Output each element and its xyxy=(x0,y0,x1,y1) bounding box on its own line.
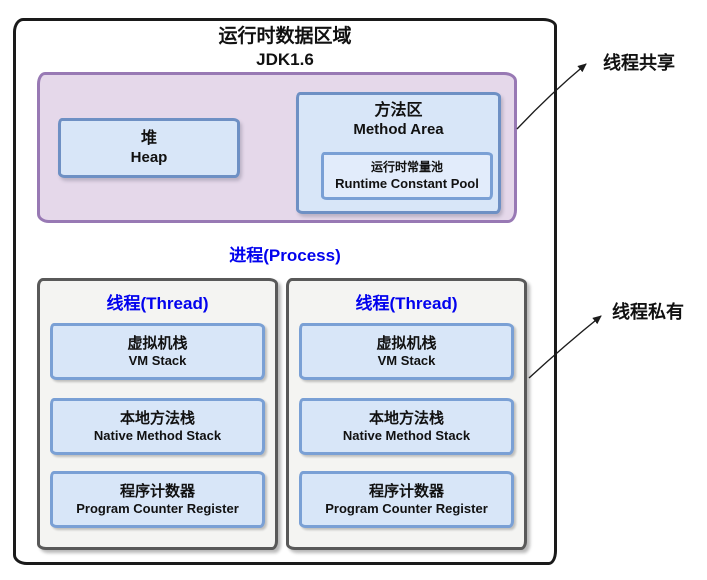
thread-shared-annotation: 线程共享 xyxy=(603,53,675,73)
diagram-title: 运行时数据区域 JDK1.6 xyxy=(13,26,557,71)
runtime-constant-pool-box: 运行时常量池 Runtime Constant Pool xyxy=(321,152,493,200)
process-label: 进程(Process) xyxy=(229,246,341,265)
thread-1-vm-stack-box: 虚拟机栈 VM Stack xyxy=(50,323,265,380)
thread-1-native-method-stack-box: 本地方法栈 Native Method Stack xyxy=(50,398,265,455)
thread-private-annotation: 线程私有 xyxy=(612,302,684,322)
thread-2-vm-stack-box: 虚拟机栈 VM Stack xyxy=(299,323,514,380)
vm-stack-label-en: VM Stack xyxy=(377,353,436,369)
method-area-label-en: Method Area xyxy=(353,121,444,138)
thread-2-program-counter-box: 程序计数器 Program Counter Register xyxy=(299,471,514,528)
runtime-constant-pool-label-en: Runtime Constant Pool xyxy=(335,176,479,191)
thread-box-1: 线程(Thread) 虚拟机栈 VM Stack 本地方法栈 Native Me… xyxy=(37,278,278,550)
thread-1-program-counter-box: 程序计数器 Program Counter Register xyxy=(50,471,265,528)
runtime-constant-pool-label-zh: 运行时常量池 xyxy=(370,160,443,175)
native-method-stack-label-zh: 本地方法栈 xyxy=(368,409,444,427)
title-line2-jdk-version: JDK1.6 xyxy=(256,49,314,69)
program-counter-label-zh: 程序计数器 xyxy=(119,482,195,500)
heap-label-zh: 堆 xyxy=(140,129,157,147)
thread-box-2: 线程(Thread) 虚拟机栈 VM Stack 本地方法栈 Native Me… xyxy=(286,278,527,550)
program-counter-label-en: Program Counter Register xyxy=(325,501,488,517)
heap-box: 堆 Heap xyxy=(58,118,240,178)
native-method-stack-label-en: Native Method Stack xyxy=(342,428,471,444)
native-method-stack-label-zh: 本地方法栈 xyxy=(119,409,195,427)
heap-label-en: Heap xyxy=(130,148,168,166)
thread-1-label: 线程(Thread) xyxy=(106,294,209,313)
native-method-stack-label-en: Native Method Stack xyxy=(93,428,222,444)
thread-2-native-method-stack-box: 本地方法栈 Native Method Stack xyxy=(299,398,514,455)
method-area-box: 方法区 Method Area 运行时常量池 Runtime Constant … xyxy=(296,92,501,214)
vm-stack-label-zh: 虚拟机栈 xyxy=(376,334,437,352)
method-area-label-zh: 方法区 xyxy=(374,102,423,119)
vm-stack-label-en: VM Stack xyxy=(128,353,187,369)
program-counter-label-en: Program Counter Register xyxy=(76,501,239,517)
vm-stack-label-zh: 虚拟机栈 xyxy=(127,334,188,352)
program-counter-label-zh: 程序计数器 xyxy=(368,482,444,500)
thread-2-label: 线程(Thread) xyxy=(355,294,458,313)
title-line1: 运行时数据区域 xyxy=(218,26,352,47)
